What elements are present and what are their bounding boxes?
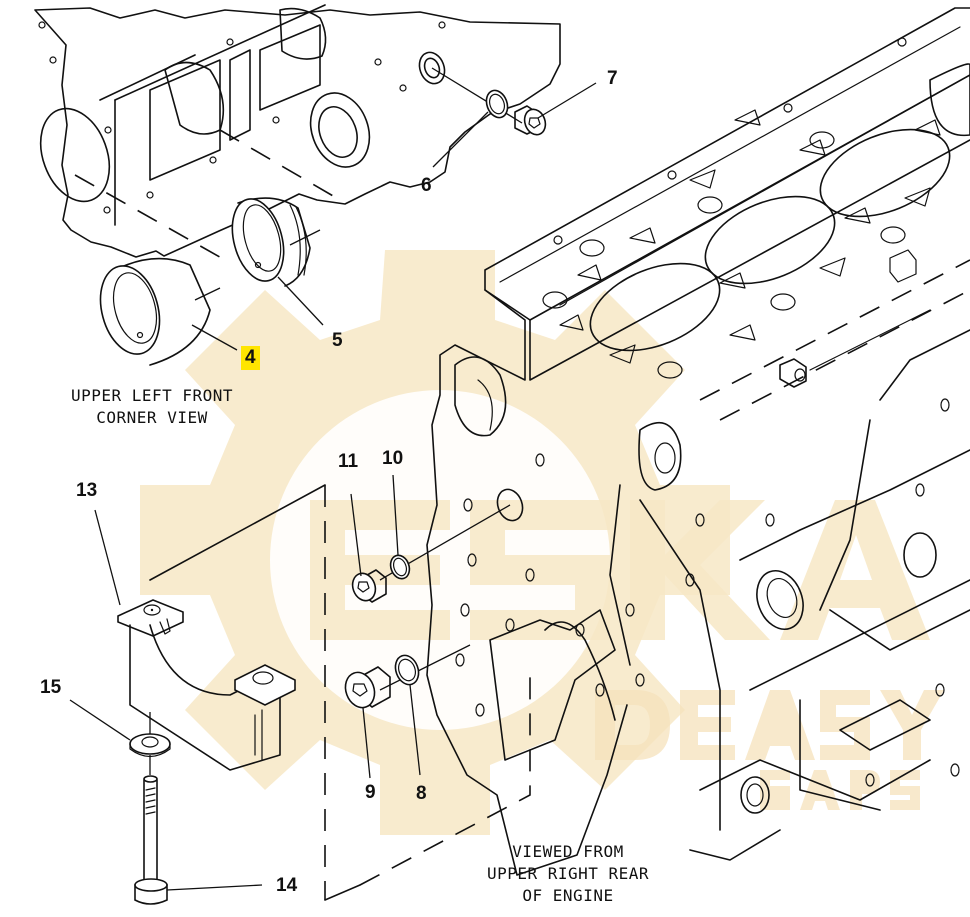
callout-14[interactable]: 14 [276, 875, 298, 896]
callout-4[interactable]: 4 [241, 346, 260, 370]
part-6-7-plug [431, 67, 547, 136]
part-14-bolt [134, 755, 168, 905]
engine-block-rear-view [426, 7, 970, 876]
part-13-bearing-cap [117, 599, 296, 771]
part-5-sleeve [231, 197, 311, 287]
front-block-view [34, 4, 561, 301]
callout-13[interactable]: 13 [76, 480, 98, 501]
part-15-washer [129, 712, 171, 758]
callout-11[interactable]: 11 [338, 451, 359, 472]
callout-7[interactable]: 7 [607, 68, 618, 89]
part-10-11-plug [351, 504, 511, 603]
callout-9[interactable]: 9 [365, 782, 376, 803]
caption-upper-left-front-corner-view: UPPER LEFT FRONT CORNER VIEW [70, 386, 234, 427]
callout-15[interactable]: 15 [40, 677, 62, 698]
watermark-letters [310, 500, 944, 810]
caption-viewed-from-upper-right-rear: VIEWED FROM UPPER RIGHT REAR OF ENGINE [486, 842, 650, 905]
part-4-bushing [99, 257, 211, 366]
callout-8[interactable]: 8 [416, 783, 427, 804]
callout-10[interactable]: 10 [382, 448, 404, 469]
callout-6[interactable]: 6 [421, 175, 432, 196]
rear-view-frame [149, 484, 531, 901]
part-8-9-plug [344, 644, 471, 709]
watermark-logo [140, 250, 944, 835]
callout-leaders [69, 82, 597, 891]
callout-5[interactable]: 5 [332, 330, 343, 351]
